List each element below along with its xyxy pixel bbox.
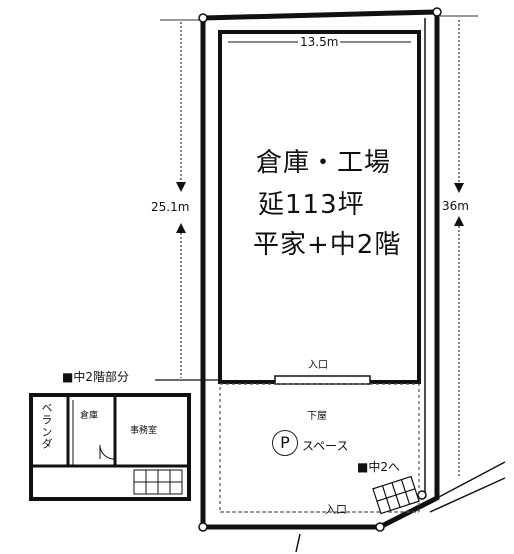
warehouse-entrance-label: 入口 [308,360,328,371]
warehouse-entrance-strip [274,375,371,385]
right-dimension-arrow [454,183,464,193]
road-edge-line [436,461,506,499]
mezzanine-note: ■中2階部分 [62,370,129,384]
office-label: 事務室 [130,426,158,436]
bottom-entrance-label: 入口 [325,503,347,516]
left-height-label: 25.1m [151,200,190,214]
mezzanine-stairs [133,469,183,495]
road-edge-line [429,477,506,513]
corner-marker [198,13,208,23]
canopy-area [219,383,420,513]
parking-icon: P [272,430,298,456]
left-dimension-arrow [176,182,186,192]
parking-space-label: スペース [302,439,349,453]
mezzanine-access-note: ■中2へ [357,460,400,474]
right-dimension-arrow [454,216,464,226]
corner-marker [198,522,208,532]
mezzanine-plan [29,393,191,501]
right-height-label: 36m [442,199,469,213]
warehouse-floor-area: 延113坪 [258,190,365,220]
stairs-to-mezzanine [372,475,420,515]
warehouse-title: 倉庫・工場 [256,148,392,178]
corner-marker [417,490,427,500]
left-dimension-arrow [176,223,186,233]
corner-marker [432,7,442,17]
bottom-mark [295,533,301,553]
top-width-label: 13.5m [298,35,341,49]
warehouse-floors: 平家+中2階 [253,230,402,260]
corner-marker [375,522,385,532]
canopy-label: 下屋 [307,411,327,422]
veranda-label: ベランダ [40,402,53,450]
storage-label: 倉庫 [80,411,99,421]
